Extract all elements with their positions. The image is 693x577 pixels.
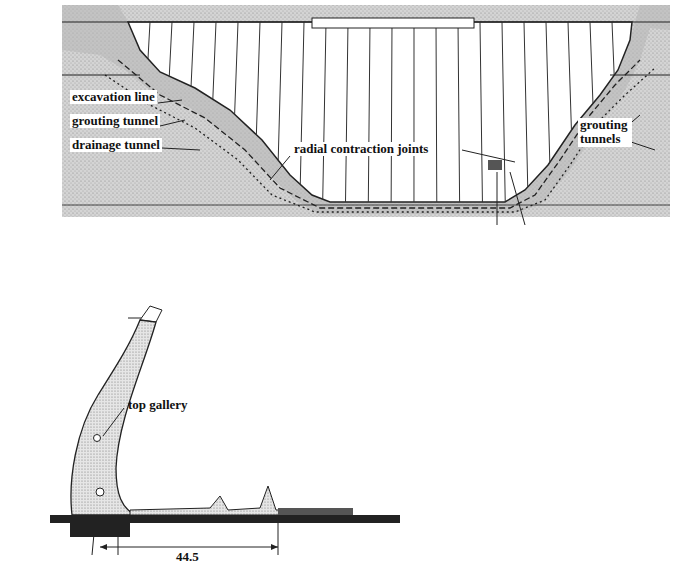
leader-line — [160, 120, 185, 126]
radial-joint — [254, 22, 260, 215]
apron — [130, 486, 300, 515]
radial-joint — [480, 22, 483, 215]
dimension-line — [92, 523, 95, 555]
radial-joint — [413, 22, 414, 215]
drainage-tunnel-line — [105, 68, 655, 212]
level-line — [62, 205, 670, 206]
gallery — [94, 435, 101, 442]
leader-line — [497, 172, 498, 225]
callout-label: grouting tunnel — [70, 114, 160, 128]
radial-joint — [502, 22, 505, 215]
dimension-line — [100, 547, 278, 548]
callout-label: grouting tunnels — [578, 118, 632, 147]
radial-joint — [322, 22, 326, 215]
leader-line — [462, 150, 515, 162]
grouting-tunnel-line — [118, 60, 640, 208]
crest-block — [140, 306, 162, 322]
callout-label: radial contraction joints — [292, 142, 430, 156]
foundation-block — [70, 523, 130, 537]
callout-label: excavation line — [70, 90, 157, 104]
leader-line — [162, 148, 200, 150]
radial-joint — [391, 22, 393, 215]
dam-body — [128, 22, 632, 202]
radial-joint — [277, 22, 282, 215]
radial-joint — [300, 22, 304, 215]
foundation — [50, 515, 400, 523]
arrowhead — [271, 544, 278, 550]
callout-label: drainage tunnel — [70, 138, 162, 152]
riprap — [278, 508, 353, 515]
radial-joint — [524, 22, 528, 215]
rock-ground — [62, 5, 670, 217]
radial-joint — [231, 22, 238, 215]
gallery-symbol — [488, 160, 502, 170]
joint-lines — [139, 22, 619, 215]
radial-joint — [546, 22, 551, 215]
arch-section — [71, 320, 156, 515]
gallery — [96, 488, 104, 496]
radial-joint — [185, 22, 194, 215]
level-line — [610, 75, 670, 76]
callout-label: top gallery — [128, 398, 188, 412]
radial-joint — [345, 22, 348, 215]
level-line — [62, 75, 140, 76]
leader-line — [103, 408, 124, 436]
leader-line — [158, 100, 182, 103]
arrowhead — [100, 544, 107, 550]
radial-joint — [368, 22, 370, 215]
radial-joint — [162, 22, 172, 215]
leader-line — [510, 172, 525, 225]
radial-joint — [568, 22, 574, 215]
radial-joint — [208, 22, 216, 215]
spillway — [312, 18, 474, 28]
dimension-label: 44.5 — [174, 550, 201, 564]
dimension-line — [278, 515, 279, 555]
leader-line — [270, 156, 290, 180]
excavated-rock — [62, 5, 670, 214]
radial-joint — [458, 22, 460, 215]
dimension-line — [118, 523, 119, 555]
radial-joint — [436, 22, 438, 215]
